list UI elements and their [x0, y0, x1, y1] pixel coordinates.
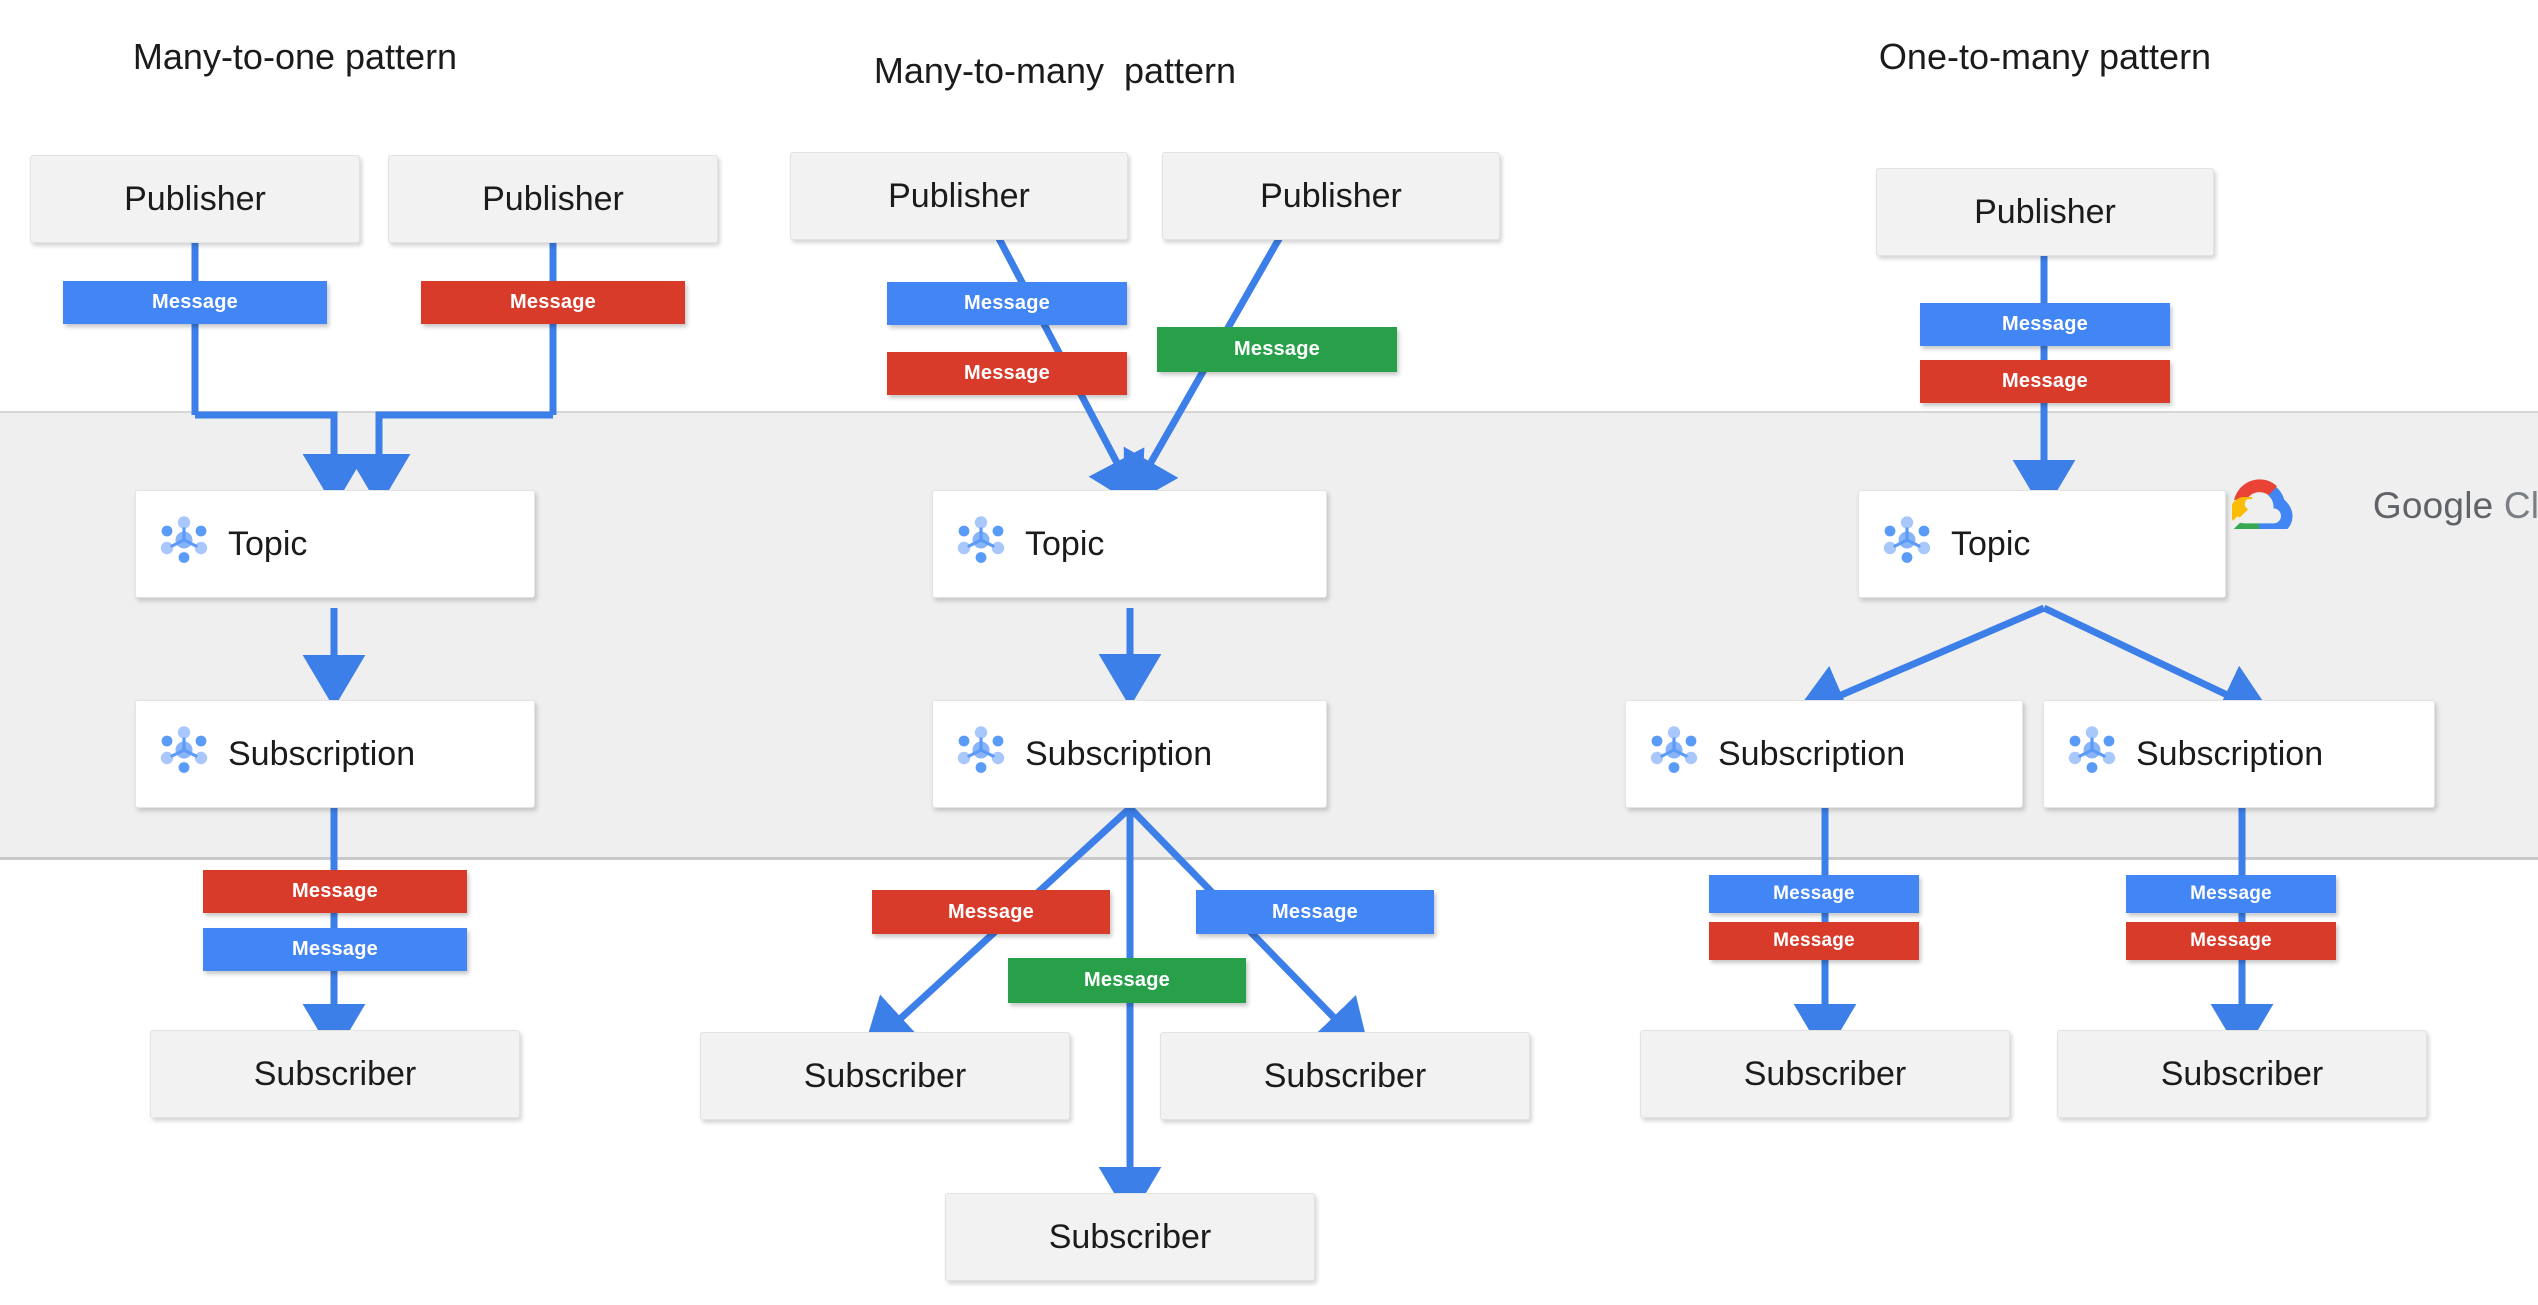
message-label: Message — [2002, 370, 2088, 392]
message-chip: Message — [1920, 360, 2170, 403]
message-chip: Message — [1920, 303, 2170, 346]
subscriber-label: Subscriber — [803, 1056, 967, 1095]
topic-box: Topic — [932, 490, 1327, 598]
message-chip: Message — [1709, 875, 1919, 913]
message-chip: Message — [1008, 958, 1246, 1003]
subscriber-box: Subscriber — [150, 1030, 520, 1118]
subscription-label: Subscription — [2136, 735, 2324, 773]
pubsub-node-icon — [158, 724, 210, 785]
subscription-label: Subscription — [1718, 735, 1906, 773]
message-label: Message — [1773, 930, 1855, 951]
subscriber-label: Subscriber — [2160, 1054, 2324, 1093]
cloud-word: Cloud — [2503, 485, 2538, 526]
google-word: Google — [2372, 485, 2494, 526]
subscription-box: Subscription — [135, 700, 535, 808]
topic-label: Topic — [1025, 525, 1105, 563]
message-chip: Message — [887, 352, 1127, 395]
column-title-many-to-many: Many-to-many pattern — [873, 50, 1237, 91]
message-label: Message — [292, 880, 378, 902]
publisher-label: Publisher — [888, 176, 1030, 215]
message-chip: Message — [421, 281, 685, 324]
topic-box: Topic — [1858, 490, 2226, 598]
message-label: Message — [1773, 883, 1855, 904]
subscriber-box: Subscriber — [1640, 1030, 2010, 1118]
pubsub-node-icon — [1648, 724, 1700, 785]
google-cloud-cloud-icon — [2229, 478, 2294, 535]
subscriber-box: Subscriber — [2057, 1030, 2427, 1118]
pubsub-node-icon — [158, 514, 210, 575]
message-label: Message — [1272, 900, 1358, 923]
google-cloud-wordmark: Google Cloud — [2310, 443, 2538, 569]
publisher-box: Publisher — [1162, 152, 1500, 240]
subscriber-label: Subscriber — [1263, 1056, 1427, 1095]
pubsub-node-icon — [2066, 724, 2118, 785]
message-label: Message — [964, 362, 1050, 384]
subscriber-box: Subscriber — [945, 1193, 1315, 1281]
message-chip: Message — [1709, 922, 1919, 960]
message-label: Message — [292, 938, 378, 960]
publisher-box: Publisher — [30, 155, 360, 243]
subscription-label: Subscription — [1025, 735, 1213, 773]
publisher-label: Publisher — [1260, 176, 1402, 215]
subscriber-label: Subscriber — [253, 1054, 417, 1093]
topic-box: Topic — [135, 490, 535, 598]
google-cloud-logo: Google Cloud — [2229, 443, 2538, 569]
message-chip: Message — [203, 870, 467, 913]
message-chip: Message — [2126, 922, 2336, 960]
column-title-many-to-one: Many-to-one pattern — [132, 36, 458, 77]
publisher-box: Publisher — [790, 152, 1128, 240]
pubsub-node-icon — [955, 514, 1007, 575]
message-label: Message — [510, 291, 596, 313]
publisher-label: Publisher — [1974, 192, 2116, 231]
message-chip: Message — [1157, 327, 1397, 372]
subscriber-box: Subscriber — [700, 1032, 1070, 1120]
message-label: Message — [2002, 313, 2088, 335]
message-label: Message — [152, 291, 238, 313]
message-label: Message — [948, 900, 1034, 923]
subscriber-box: Subscriber — [1160, 1032, 1530, 1120]
subscription-label: Subscription — [228, 735, 416, 773]
message-chip: Message — [1196, 890, 1434, 934]
subscriber-label: Subscriber — [1743, 1054, 1907, 1093]
message-chip: Message — [63, 281, 327, 324]
publisher-box: Publisher — [388, 155, 718, 243]
pubsub-node-icon — [955, 724, 1007, 785]
message-chip: Message — [203, 928, 467, 971]
subscription-box: Subscription — [932, 700, 1327, 808]
message-chip: Message — [887, 282, 1127, 325]
publisher-label: Publisher — [124, 179, 266, 218]
subscription-box: Subscription — [2043, 700, 2435, 808]
message-label: Message — [2190, 883, 2272, 904]
message-label: Message — [1084, 969, 1170, 991]
subscription-box: Subscription — [1625, 700, 2023, 808]
publisher-label: Publisher — [482, 179, 624, 218]
topic-label: Topic — [1951, 525, 2031, 563]
message-label: Message — [964, 292, 1050, 314]
message-label: Message — [1234, 338, 1320, 360]
pubsub-node-icon — [1881, 514, 1933, 575]
message-chip: Message — [2126, 875, 2336, 913]
message-chip: Message — [872, 890, 1110, 934]
column-title-one-to-many: One-to-many pattern — [1878, 36, 2212, 77]
topic-label: Topic — [228, 525, 308, 563]
message-label: Message — [2190, 930, 2272, 951]
subscriber-label: Subscriber — [1048, 1217, 1212, 1256]
publisher-box: Publisher — [1876, 168, 2214, 256]
